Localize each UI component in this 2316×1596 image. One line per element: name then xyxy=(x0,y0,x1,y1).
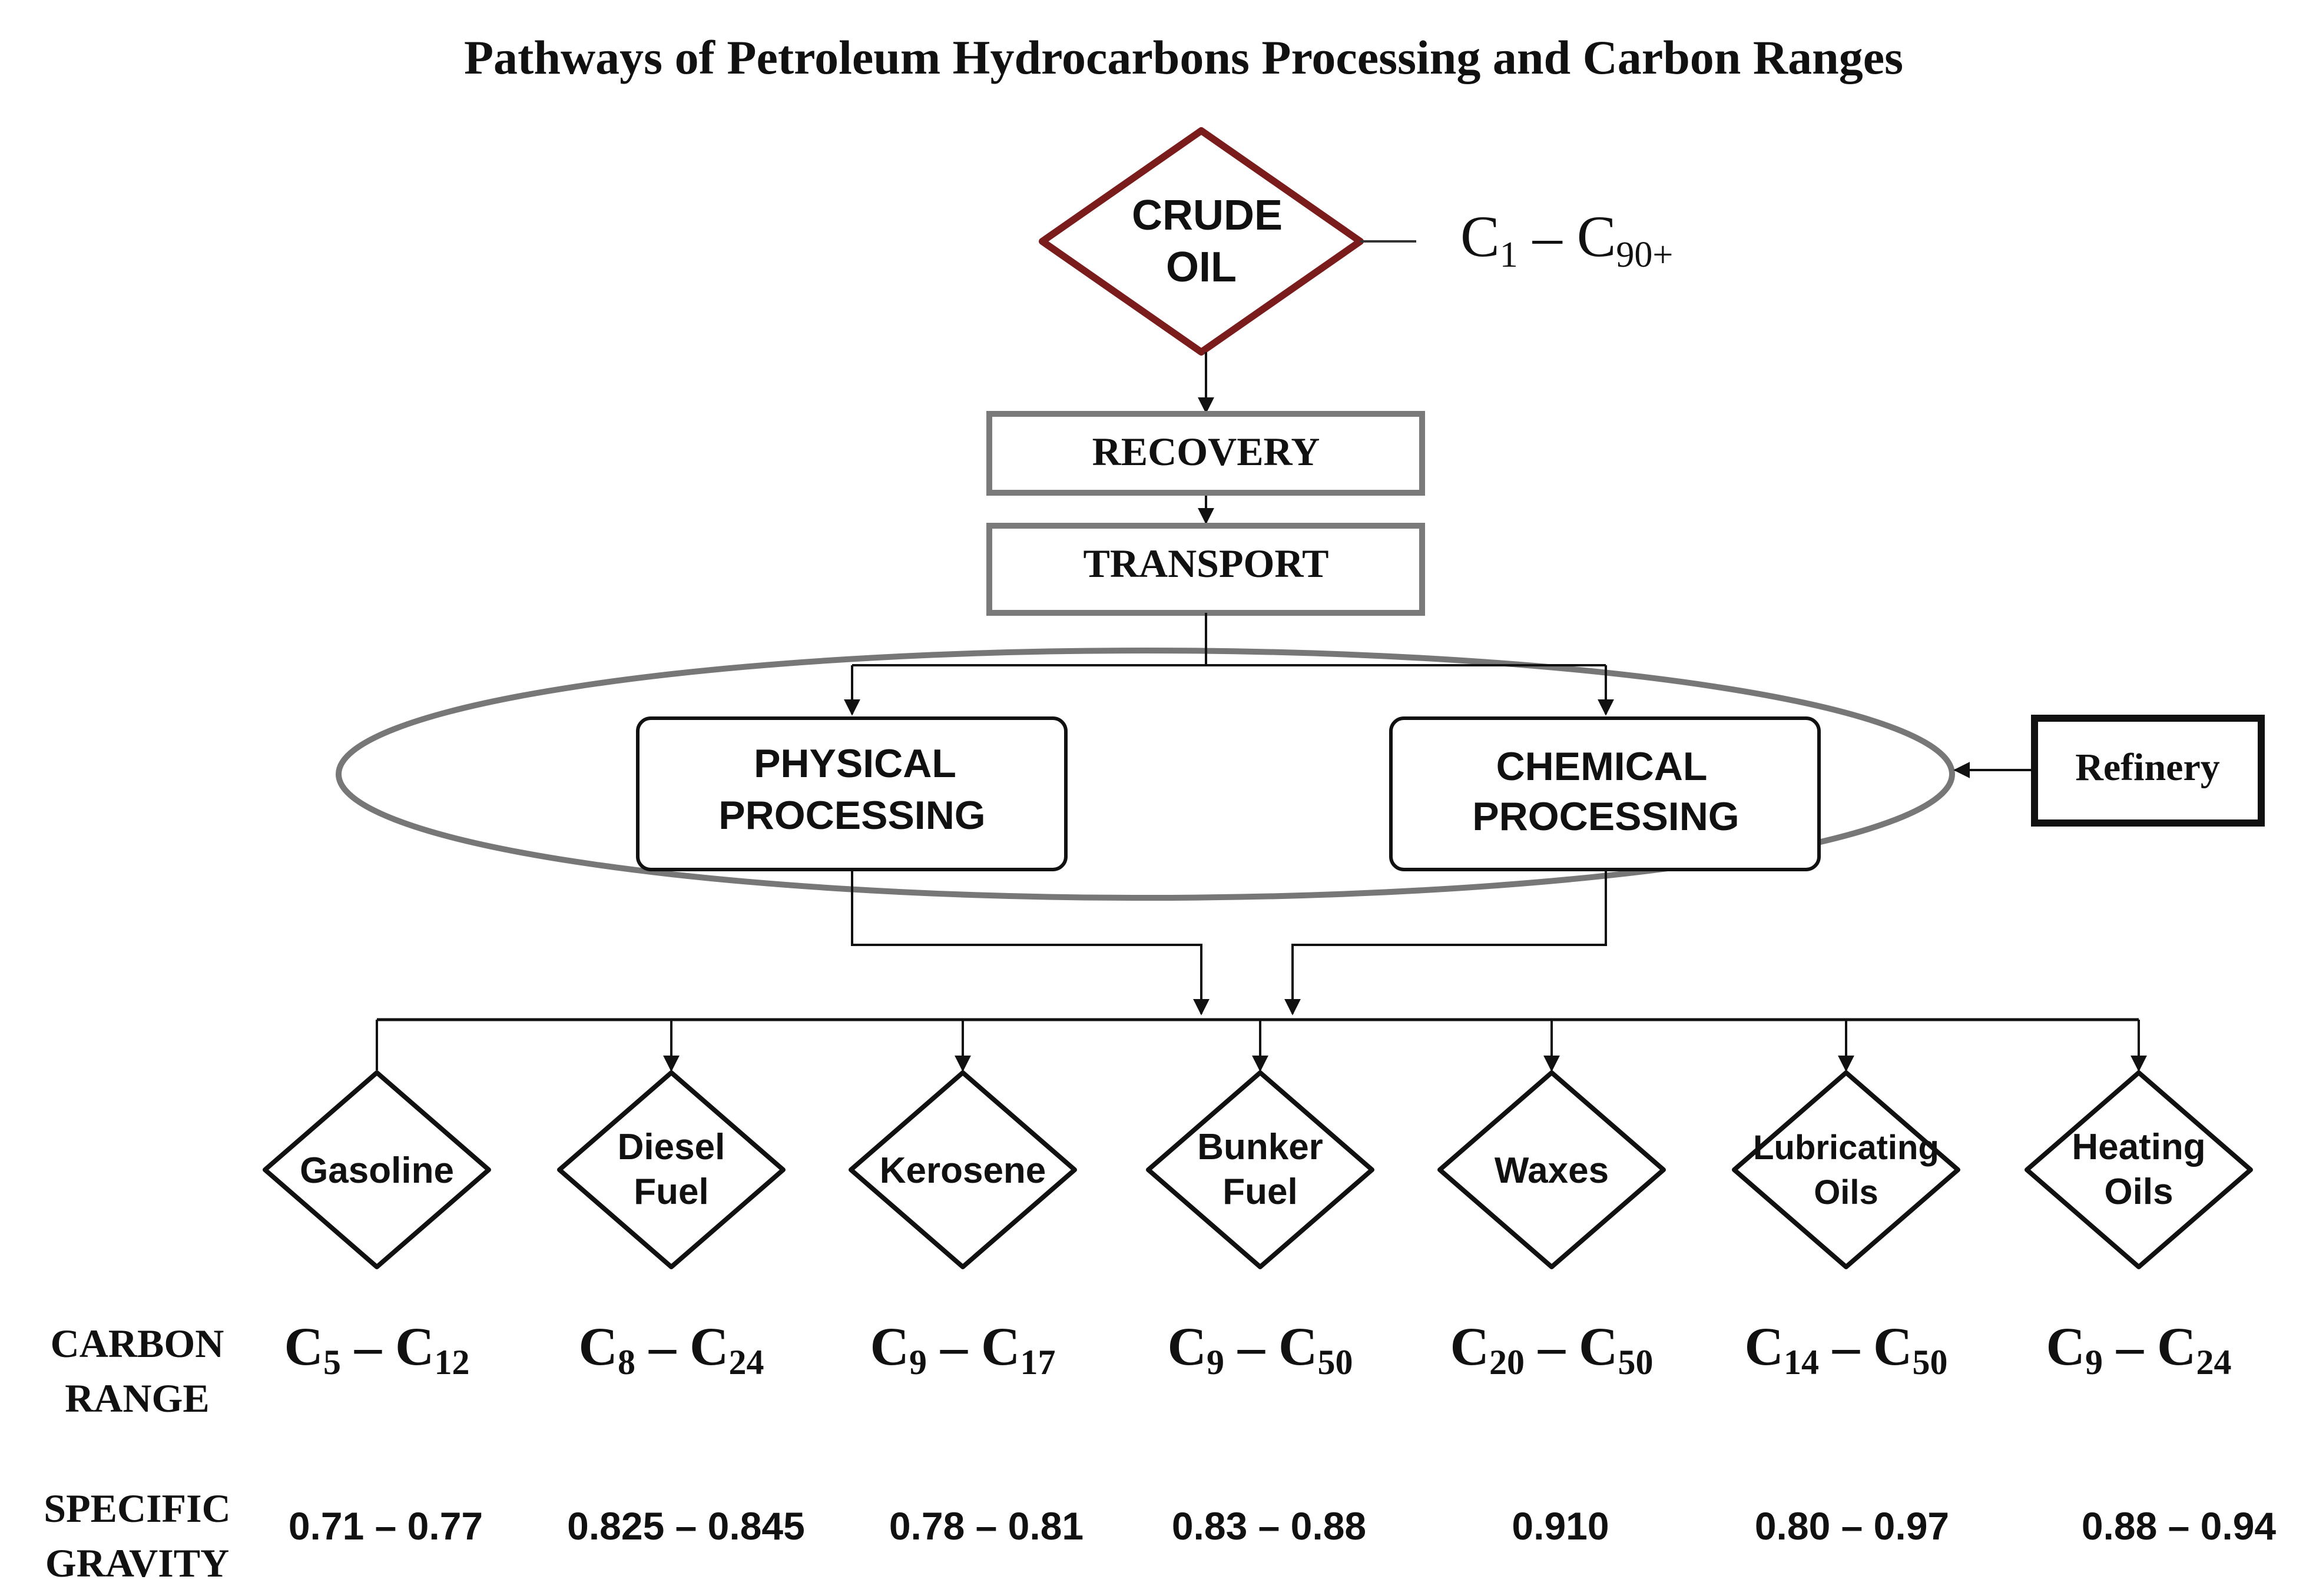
product-name-line1: Diesel xyxy=(618,1127,725,1167)
product-name-line2: Fuel xyxy=(634,1172,708,1212)
product-name-line1: Heating xyxy=(2072,1127,2205,1167)
product-specific-gravity: 0.80 – 0.97 xyxy=(1755,1504,1949,1548)
crude-oil-carbon-range: C1 – C90+ xyxy=(1460,204,1673,275)
product-specific-gravity: 0.910 xyxy=(1512,1504,1609,1548)
product-name: Waxes xyxy=(1495,1150,1609,1191)
product-diamond xyxy=(1146,1070,1374,1269)
product-diamond xyxy=(1732,1070,1960,1269)
specific-gravity-label-line2: GRAVITY xyxy=(45,1541,229,1585)
product-name: Kerosene xyxy=(880,1150,1046,1191)
product-diamond xyxy=(849,1070,1077,1269)
carbon-range-label-line1: CARBON xyxy=(51,1321,224,1366)
product-specific-gravity: 0.825 – 0.845 xyxy=(567,1504,805,1548)
physical-processing-line2: PROCESSING xyxy=(718,793,985,838)
product-name-line2: Fuel xyxy=(1222,1172,1297,1212)
product-2: Kerosene C9 – C17 0.78 – 0.81 xyxy=(849,1020,1084,1548)
physical-processing-line1: PHYSICAL xyxy=(754,741,956,786)
physical-output-line xyxy=(851,870,1210,1016)
recovery-box xyxy=(986,411,1425,496)
product-name-line1: Bunker xyxy=(1197,1127,1323,1167)
product-name-line1: Lubricating xyxy=(1753,1129,1939,1167)
product-name-line2: Oils xyxy=(1814,1173,1878,1212)
refinery-ellipse xyxy=(336,648,1955,901)
chemical-processing-line2: PROCESSING xyxy=(1472,794,1739,839)
product-carbon-range: C20 – C50 xyxy=(1450,1316,1654,1382)
product-name-line2: Oils xyxy=(2104,1172,2173,1212)
product-carbon-range: C8 – C24 xyxy=(579,1316,764,1382)
recovery-label: RECOVERY xyxy=(1092,429,1320,474)
diagram-title: Pathways of Petroleum Hydrocarbons Proce… xyxy=(464,31,1903,84)
product-carbon-range: C9 – C17 xyxy=(870,1316,1056,1382)
refinery-label: Refinery xyxy=(2075,746,2220,789)
transport-box xyxy=(986,523,1425,616)
product-specific-gravity: 0.71 – 0.77 xyxy=(289,1504,483,1548)
chemical-processing-line1: CHEMICAL xyxy=(1496,744,1708,789)
product-carbon-range: C14 – C50 xyxy=(1745,1316,1948,1382)
product-carbon-range: C9 – C24 xyxy=(2046,1316,2232,1382)
crude-oil-label-line1: CRUDE xyxy=(1132,192,1283,239)
transport-label: TRANSPORT xyxy=(1084,541,1329,586)
product-carbon-range: C5 – C12 xyxy=(284,1316,470,1382)
carbon-range-label-line2: RANGE xyxy=(65,1376,210,1421)
product-name: Gasoline xyxy=(300,1150,454,1191)
specific-gravity-label-line1: SPECIFIC xyxy=(44,1486,230,1531)
product-diamond xyxy=(1437,1070,1666,1269)
chemical-output-line xyxy=(1284,870,1607,1016)
crude-oil-label-line2: OIL xyxy=(1166,244,1237,291)
product-diamond xyxy=(2025,1070,2253,1269)
product-diamond xyxy=(263,1070,491,1269)
product-carbon-range: C9 – C50 xyxy=(1168,1316,1353,1382)
product-diamond xyxy=(557,1070,786,1269)
product-specific-gravity: 0.78 – 0.81 xyxy=(889,1504,1084,1548)
crude-oil-diamond xyxy=(1039,127,1364,356)
product-specific-gravity: 0.83 – 0.88 xyxy=(1172,1504,1366,1548)
product-specific-gravity: 0.88 – 0.94 xyxy=(2082,1504,2277,1548)
product-0: Gasoline C5 – C12 0.71 – 0.77 xyxy=(263,1020,491,1548)
